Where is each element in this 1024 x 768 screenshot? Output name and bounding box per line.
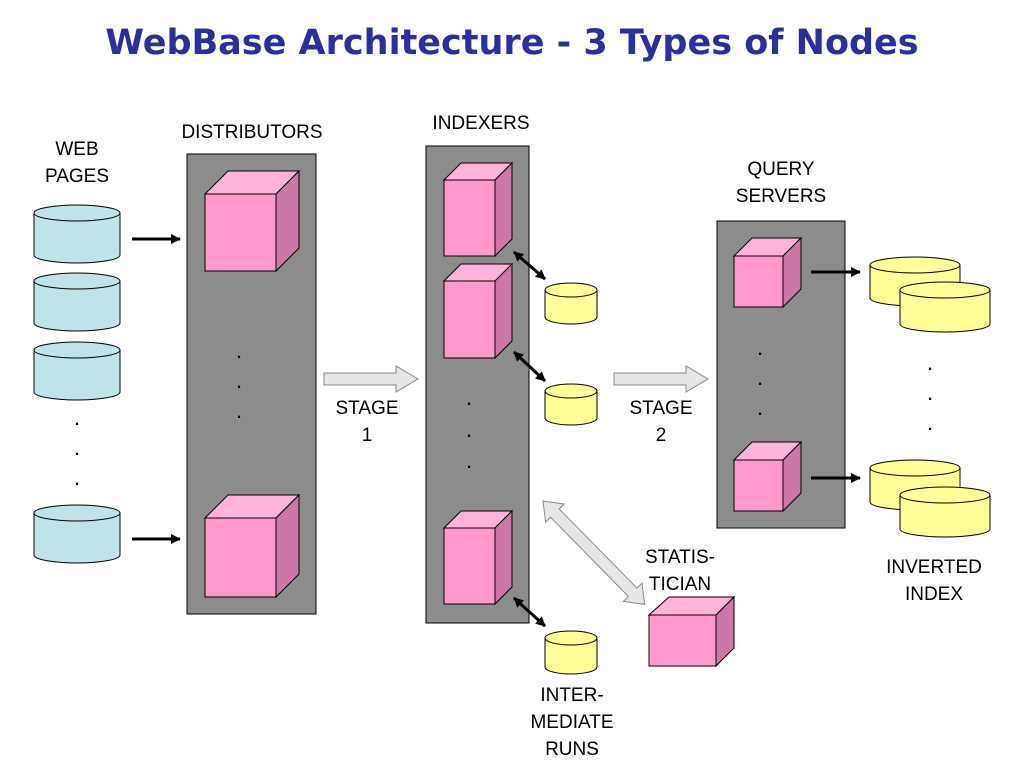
- inverted-index-label-line2: INDEX: [905, 584, 963, 605]
- intermediate-runs-label-line3: RUNS: [545, 739, 599, 760]
- web-page-disk: [33, 341, 121, 401]
- indexer-disk-arrow: [513, 250, 546, 281]
- ellipsis-dot: .: [757, 395, 763, 420]
- stage2-arrow: [613, 365, 709, 393]
- statistician-double-arrow: [542, 500, 646, 606]
- ellipsis-dot: .: [74, 405, 80, 430]
- statistician-label-line2: TICIAN: [649, 574, 711, 595]
- web-page-disk: [33, 204, 121, 264]
- ellipsis-dot: .: [236, 398, 242, 423]
- query-servers-label-line2: SERVERS: [736, 186, 826, 207]
- intermediate-run-disk: [544, 383, 598, 426]
- ellipsis-dot: .: [927, 380, 933, 405]
- intermediate-run-disk: [544, 282, 598, 325]
- ellipsis-dot: .: [236, 338, 242, 363]
- stage1-arrow: [323, 365, 419, 393]
- inverted-index-label-line1: INVERTED: [886, 557, 982, 578]
- indexers-label: INDEXERS: [432, 113, 529, 134]
- query-server-cube: [732, 236, 803, 309]
- web-page-disk: [33, 272, 121, 332]
- stage2-label-line2: 2: [656, 425, 667, 446]
- ellipsis-dot: .: [466, 448, 472, 473]
- ellipsis-dot: .: [236, 368, 242, 393]
- web-pages-label-line2: PAGES: [45, 166, 109, 187]
- intermediate-runs-label-line2: MEDIATE: [530, 712, 613, 733]
- indexer-disk-arrow: [512, 596, 547, 628]
- query-servers-label-line1: QUERY: [747, 159, 815, 180]
- ellipsis-dot: .: [466, 385, 472, 410]
- statistician-cube: [647, 595, 736, 668]
- page-title: WebBase Architecture - 3 Types of Nodes: [105, 23, 918, 63]
- indexer-cube: [442, 262, 514, 360]
- indexer-cube: [442, 161, 514, 258]
- ellipsis-dot: .: [74, 435, 80, 460]
- stage2-label-line1: STAGE: [630, 398, 693, 419]
- web-pages-label-line1: WEB: [55, 139, 98, 160]
- ellipsis-dot: .: [927, 410, 933, 435]
- inverted-index-disk: [899, 486, 991, 538]
- ellipsis-dot: .: [927, 350, 933, 375]
- query-server-cube: [732, 440, 803, 513]
- inverted-index-disk: [899, 281, 991, 333]
- intermediate-run-disk: [544, 630, 598, 675]
- distributor-cube: [203, 169, 301, 273]
- ellipsis-dot: .: [466, 417, 472, 442]
- indexer-disk-arrow: [512, 350, 547, 383]
- ellipsis-dot: .: [757, 365, 763, 390]
- intermediate-runs-label-line1: INTER-: [540, 685, 603, 706]
- ellipsis-dot: .: [757, 335, 763, 360]
- indexer-cube: [442, 509, 514, 606]
- web-page-disk: [33, 504, 121, 564]
- statistician-label-line1: STATIS-: [645, 547, 715, 568]
- distributor-cube: [203, 493, 301, 599]
- stage1-label-line1: STAGE: [336, 398, 399, 419]
- stage1-label-line2: 1: [362, 425, 373, 446]
- ellipsis-dot: .: [74, 465, 80, 490]
- distributors-label: DISTRIBUTORS: [181, 122, 322, 143]
